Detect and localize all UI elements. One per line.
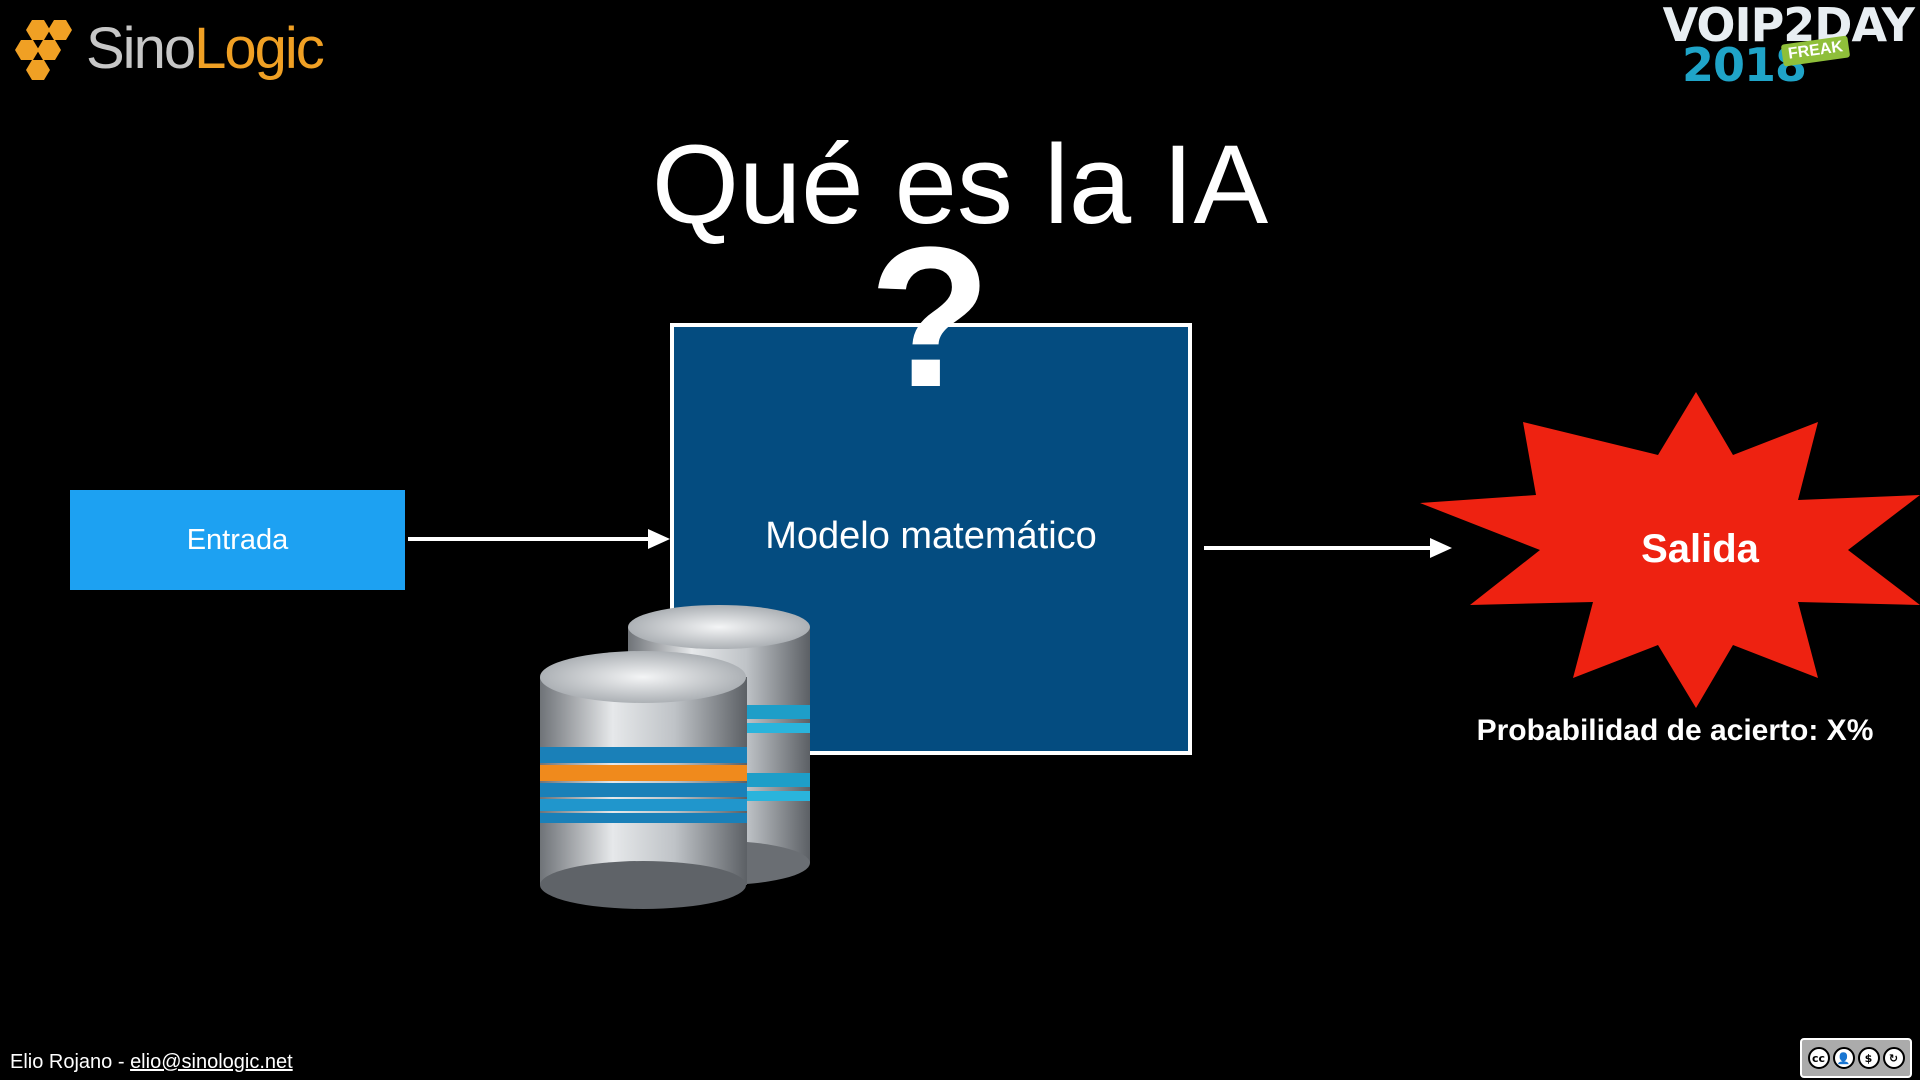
footer-credit: Elio Rojano - elio@sinologic.net [10, 1050, 293, 1074]
probability-label: Probabilidad de acierto: X% [1476, 714, 1874, 747]
sinologic-logo: SinoLogic [14, 14, 325, 84]
question-mark: ? [868, 206, 992, 429]
cc-icon: cc [1807, 1047, 1830, 1069]
input-box: Entrada [70, 490, 405, 590]
attribution-icon: 👤 [1832, 1047, 1855, 1069]
input-label: Entrada [186, 523, 289, 556]
logo-text-part2: Logic [194, 16, 325, 81]
cc-license-badge[interactable]: cc 👤 $ ↻ [1800, 1038, 1912, 1078]
slide-title: Qué es la IA [651, 122, 1269, 247]
arrow-input-to-model [408, 529, 670, 549]
database-front-cylinder [540, 651, 747, 909]
footer-email-link[interactable]: elio@sinologic.net [130, 1051, 293, 1073]
voip2day-logo: VOIP2DAY 2018 FREAK [1662, 0, 1915, 92]
logo-text-part1: Sino [86, 16, 196, 81]
event-name: VOIP2DAY [1662, 0, 1915, 52]
logo-wordmark: SinoLogic [86, 20, 325, 78]
noncommercial-icon: $ [1857, 1047, 1880, 1069]
model-label: Modelo matemático [765, 515, 1097, 557]
arrow-model-to-output [1204, 538, 1452, 558]
hexagon-cluster-icon [15, 20, 72, 80]
sharealike-icon: ↻ [1882, 1047, 1905, 1069]
output-label: Salida [1641, 527, 1759, 571]
output-starburst [1420, 392, 1920, 708]
database-icon [540, 605, 810, 909]
footer-author: Elio Rojano - [10, 1051, 131, 1073]
